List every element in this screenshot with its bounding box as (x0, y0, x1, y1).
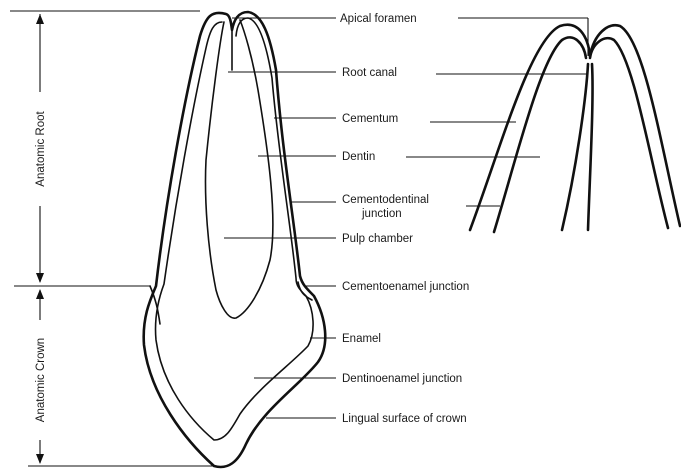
dimension-bars: Anatomic Root Anatomic Crown (10, 11, 215, 466)
apex-detail-inset (470, 25, 680, 232)
apex-inner-right (590, 38, 668, 228)
root-arrow-bottom (36, 273, 44, 283)
label-apical-foramen: Apical foramen (340, 13, 417, 25)
label-cementoenamel: Cementoenamel junction (342, 281, 469, 293)
anatomic-root-label: Anatomic Root (35, 110, 47, 186)
dentin-inner-outline (155, 18, 313, 440)
label-cementodentinal-junction: junction (361, 208, 402, 220)
label-pulp-chamber: Pulp chamber (342, 233, 413, 245)
leader-lines (224, 18, 588, 418)
label-enamel: Enamel (342, 333, 381, 345)
label-dentinoenamel: Dentinoenamel junction (342, 373, 462, 385)
root-arrow-top (36, 14, 44, 24)
crown-arrow-top (36, 289, 44, 299)
labels: Apical foramen Root canal Cementum Denti… (340, 13, 469, 425)
apex-outer-right (590, 25, 680, 226)
apex-canal-left (562, 64, 588, 230)
label-cementum: Cementum (342, 113, 398, 125)
apex-canal-right (588, 64, 593, 230)
label-root-canal: Root canal (342, 67, 397, 79)
apex-outer-left (470, 25, 590, 230)
pulp-chamber-outline (205, 20, 272, 318)
label-dentin: Dentin (342, 151, 375, 163)
tooth-cross-section (144, 12, 326, 467)
label-cementodentinal: Cementodentinal (342, 194, 429, 206)
apex-inner-left (494, 37, 586, 232)
anatomic-crown-label: Anatomic Crown (35, 338, 47, 422)
crown-arrow-bottom (36, 454, 44, 464)
label-lingual-surface: Lingual surface of crown (342, 413, 467, 425)
